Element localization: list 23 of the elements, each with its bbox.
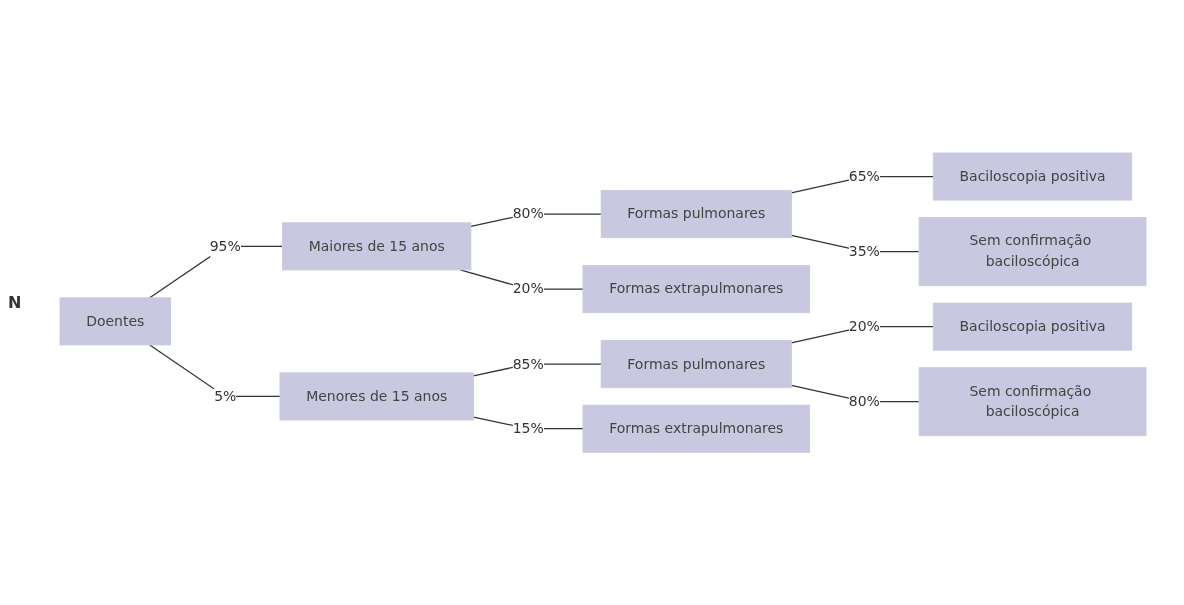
edge-label: 80% [512, 205, 544, 222]
edge-label: 15% [512, 419, 544, 437]
edge-label: 65% [848, 167, 880, 185]
node-box: Formas pulmonares [600, 340, 792, 388]
node-box: Formas pulmonares [600, 189, 792, 238]
edge-label: 20% [512, 280, 544, 297]
row-label: N [8, 293, 22, 312]
node-box: Baciloscopia positiva [932, 152, 1132, 201]
edge-label: 20% [848, 317, 880, 335]
edge-label: 95% [209, 237, 241, 255]
node-box: Sem confirmação baciloscópica [918, 367, 1147, 436]
edge-label: 35% [848, 242, 880, 260]
node-box: Maiores de 15 anos [281, 222, 472, 271]
node-box: Doentes [59, 297, 171, 346]
node-box: Sem confirmação baciloscópica [918, 217, 1147, 286]
edge-label: 5% [213, 387, 236, 405]
node-box: Formas extrapulmonares [582, 265, 810, 313]
node-box: Formas extrapulmonares [582, 404, 810, 453]
edge-label: 80% [848, 392, 880, 410]
edge-label: 85% [512, 355, 544, 372]
node-box: Menores de 15 anos [279, 372, 474, 421]
node-box: Baciloscopia positiva [932, 302, 1132, 351]
connector [148, 344, 281, 397]
